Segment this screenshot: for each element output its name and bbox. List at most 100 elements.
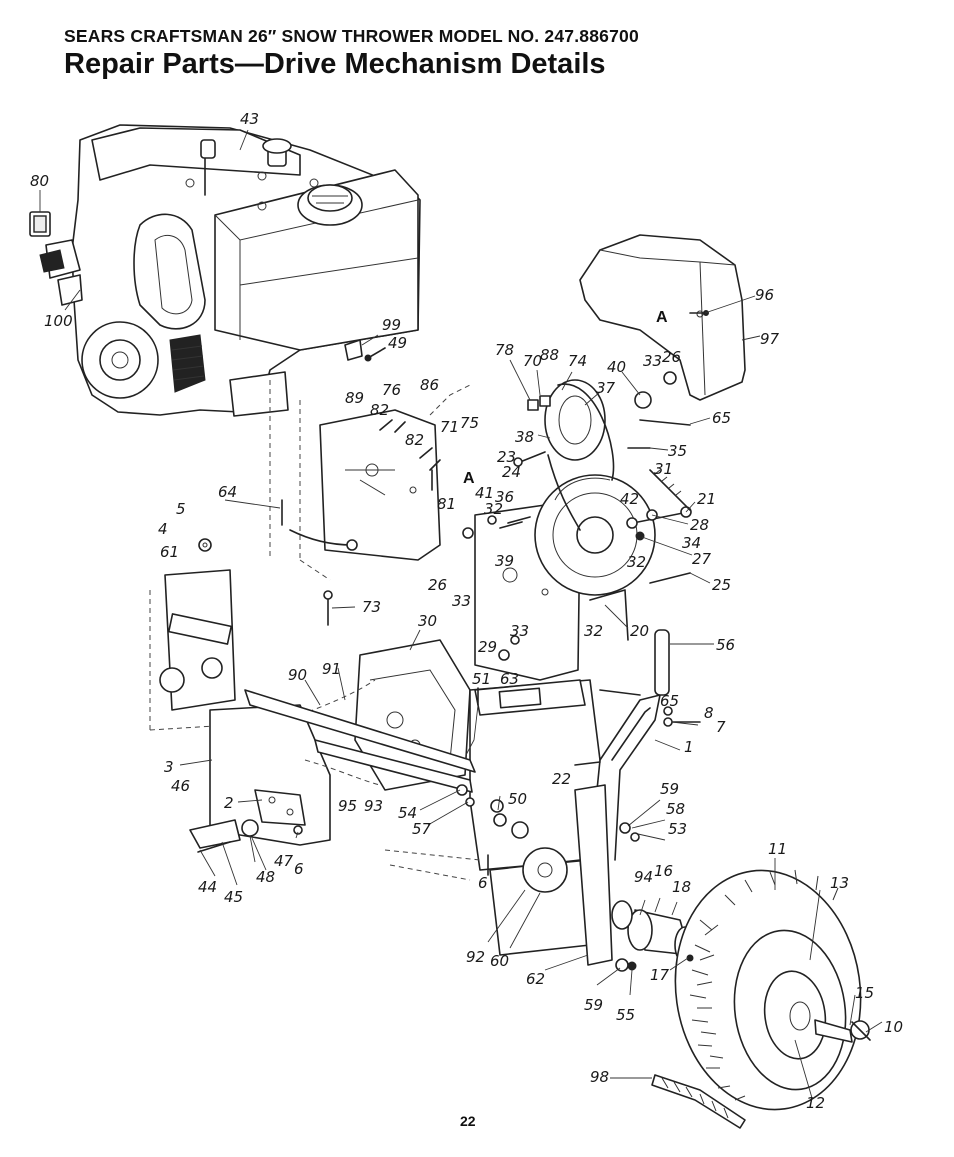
callout-76: 76 (382, 381, 401, 399)
callout-98: 98 (590, 1068, 609, 1086)
callout-28: 28 (690, 516, 709, 534)
callout-50: 50 (508, 790, 527, 808)
callout-92: 92 (466, 948, 485, 966)
callout-48: 48 (256, 868, 275, 886)
callout-3: 3 (164, 758, 174, 776)
callout-7: 7 (716, 718, 726, 736)
callout-74: 74 (568, 352, 587, 370)
callout-97: 97 (760, 330, 780, 348)
callout-6: 6 (294, 860, 304, 878)
wheel-assembly (674, 869, 871, 1111)
callout-4: 4 (158, 520, 168, 538)
callout-34: 34 (682, 534, 701, 552)
callout-32: 32 (627, 553, 646, 571)
callout-96: 96 (755, 286, 774, 304)
callout-58: 58 (666, 800, 685, 818)
callout-38: 38 (515, 428, 534, 446)
callout-95: 95 (338, 797, 357, 815)
hardware-fasteners (189, 310, 709, 972)
callout-25: 25 (712, 576, 731, 594)
callout-16: 16 (654, 862, 673, 880)
callout-54: 54 (398, 804, 417, 822)
callout-32: 32 (584, 622, 603, 640)
callout-57: 57 (412, 820, 432, 838)
callout-93: 93 (364, 797, 383, 815)
callout-44: 44 (198, 878, 217, 896)
callout-29: 29 (478, 638, 497, 656)
callout-56: 56 (716, 636, 735, 654)
callout-30: 30 (418, 612, 437, 630)
callout-89: 89 (345, 389, 364, 407)
axle-and-shafts (244, 689, 696, 964)
callout-71: 71 (440, 418, 459, 436)
callout-24: 24 (502, 463, 521, 481)
page-number: 22 (460, 1113, 476, 1129)
callout-91: 91 (322, 660, 341, 678)
callout-75: 75 (460, 414, 479, 432)
belt-cover (579, 234, 746, 401)
callout-36: 36 (495, 488, 514, 506)
callout-6: 6 (478, 874, 488, 892)
callout-59: 59 (660, 780, 679, 798)
callout-45: 45 (224, 888, 243, 906)
callout-35: 35 (668, 442, 687, 460)
frame-plates (149, 379, 670, 966)
callout-90: 90 (288, 666, 307, 684)
callout-8: 8 (704, 704, 714, 722)
callout-33: 33 (643, 352, 662, 370)
callout-60: 60 (490, 952, 509, 970)
callout-43: 43 (240, 110, 259, 128)
callout-73: 73 (362, 598, 381, 616)
callout-81: 81 (437, 495, 456, 513)
callout-82: 82 (370, 401, 389, 419)
callout-46: 46 (171, 777, 190, 795)
callout-40: 40 (607, 358, 626, 376)
callout-15: 15 (855, 984, 874, 1002)
callout-33: 33 (452, 592, 471, 610)
callout-37: 37 (596, 379, 616, 397)
callout-11: 11 (768, 840, 787, 858)
tire-chain (651, 1074, 746, 1129)
callout-13: 13 (830, 874, 849, 892)
leader-lines (39, 129, 883, 1099)
callout-63: 63 (500, 670, 519, 688)
callout-70: 70 (523, 352, 542, 370)
callout-1: 1 (684, 738, 694, 756)
callout-41: 41 (475, 484, 494, 502)
callout-78: 78 (495, 341, 514, 359)
callout-80: 80 (30, 172, 49, 190)
callout-32: 32 (484, 500, 503, 518)
callout-33: 33 (510, 622, 529, 640)
callout-61: 61 (160, 543, 179, 561)
callout-17: 17 (650, 966, 670, 984)
engine-assembly (29, 124, 421, 417)
reference-mark-a: A (656, 309, 668, 326)
callout-53: 53 (668, 820, 687, 838)
callout-22: 22 (552, 770, 571, 788)
callout-55: 55 (616, 1006, 635, 1024)
callout-51: 51 (472, 670, 491, 688)
callout-64: 64 (218, 483, 237, 501)
callout-47: 47 (274, 852, 294, 870)
callout-18: 18 (672, 878, 691, 896)
callout-99: 99 (382, 316, 401, 334)
callout-31: 31 (654, 460, 673, 478)
callout-39: 39 (495, 552, 514, 570)
callout-12: 12 (806, 1094, 825, 1112)
callout-numbers: 43 80 100 99 49 78 70 88 74 40 33 26 96 … (30, 110, 903, 1112)
callout-88: 88 (540, 346, 559, 364)
callout-5: 5 (176, 500, 186, 518)
callout-2: 2 (224, 794, 234, 812)
callout-82: 82 (405, 431, 424, 449)
callout-27: 27 (692, 550, 712, 568)
reference-mark-a: A (463, 470, 475, 487)
callout-94: 94 (634, 868, 653, 886)
callout-42: 42 (620, 490, 639, 508)
callout-65: 65 (712, 409, 731, 427)
callout-100: 100 (44, 312, 73, 330)
callout-59: 59 (584, 996, 603, 1014)
page-title: Repair Parts—Drive Mechanism Details (64, 48, 606, 80)
callout-86: 86 (420, 376, 439, 394)
callout-65: 65 (660, 692, 679, 710)
